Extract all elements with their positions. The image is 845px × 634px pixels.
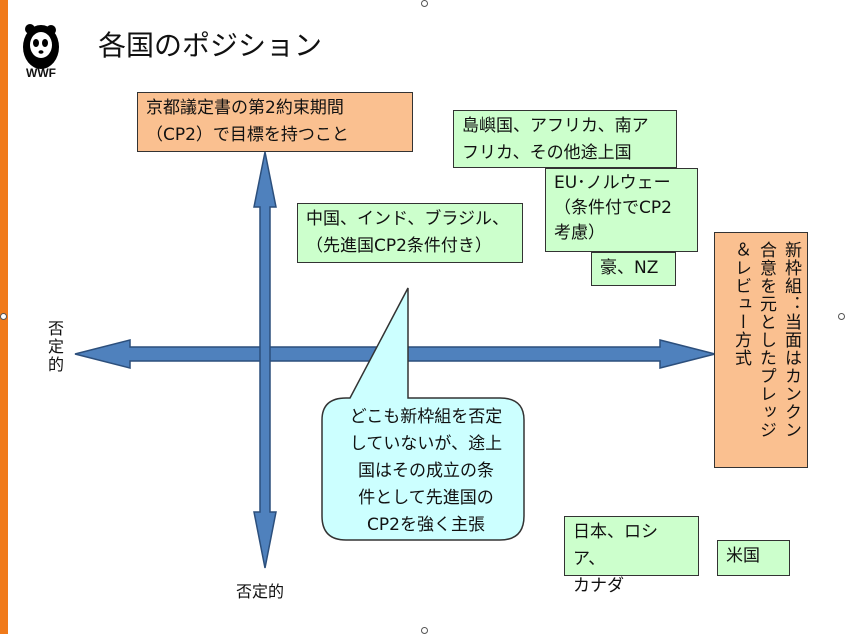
japan-line2: カナダ <box>573 576 624 596</box>
usa-box: 米国 <box>717 540 790 576</box>
top-resize-handle[interactable] <box>421 0 428 7</box>
left-resize-handle[interactable] <box>0 313 7 320</box>
callout-line: どこも新枠組を否定 <box>349 407 503 427</box>
vertical-axis-arrow <box>253 151 277 569</box>
bottom-resize-handle[interactable] <box>421 627 428 634</box>
japan-box: 日本、ロシア、 カナダ <box>564 516 699 596</box>
new-framework-box: 新枠組：当面はカンクン 合意を元としたプレッジ ＆レビュー方式 <box>714 232 808 468</box>
right-resize-handle[interactable] <box>838 313 845 320</box>
new-framework-line1: 新枠組：当面はカンクン <box>781 241 801 439</box>
islands-box: 島嶼国、アフリカ、南ア フリカ、その他途上国 <box>453 110 677 168</box>
eu-box: EU･ノルウェー （条件付でCP2 考慮） <box>545 168 698 252</box>
aus-label: 豪、NZ <box>600 258 659 278</box>
japan-line1: 日本、ロシア、 <box>573 522 658 569</box>
callout-text: どこも新枠組を否定 していないが、途上 国はその成立の条 件として先進国の CP… <box>326 404 526 539</box>
kyoto-cp2-line1: 京都議定書の第2約束期間 <box>146 98 344 118</box>
logo-text: WWF <box>26 66 56 80</box>
china-line2: （先進国CP2条件付き） <box>306 236 492 256</box>
callout-line: していないが、途上 <box>349 434 503 454</box>
china-line1: 中国、インド、ブラジル、 <box>306 209 509 229</box>
callout-bubble <box>321 287 525 541</box>
eu-line1: EU･ノルウェー <box>554 173 671 193</box>
left-axis-label: 否定的 <box>45 320 64 374</box>
callout-line: CP2を強く主張 <box>367 515 485 535</box>
eu-line2: （条件付でCP2 <box>554 198 672 218</box>
kyoto-cp2-box: 京都議定書の第2約束期間 （CP2）で目標を持つこと <box>137 92 413 152</box>
callout-line: 件として先進国の <box>358 488 494 508</box>
kyoto-cp2-line2: （CP2）で目標を持つこと <box>146 125 349 145</box>
china-box: 中国、インド、ブラジル、 （先進国CP2条件付き） <box>297 203 523 263</box>
page-title: 各国のポジション <box>98 29 323 62</box>
islands-line1: 島嶼国、アフリカ、南ア <box>462 116 649 136</box>
callout-line: 国はその成立の条 <box>358 461 494 481</box>
new-framework-line2: 合意を元としたプレッジ <box>756 241 776 439</box>
usa-label: 米国 <box>726 546 760 566</box>
panda-logo-icon <box>23 24 59 69</box>
aus-box: 豪、NZ <box>591 252 676 286</box>
islands-line2: フリカ、その他途上国 <box>462 143 632 163</box>
bottom-axis-label: 否定的 <box>236 582 285 601</box>
new-framework-line3: ＆レビュー方式 <box>731 241 751 367</box>
eu-line3: 考慮） <box>554 223 605 243</box>
